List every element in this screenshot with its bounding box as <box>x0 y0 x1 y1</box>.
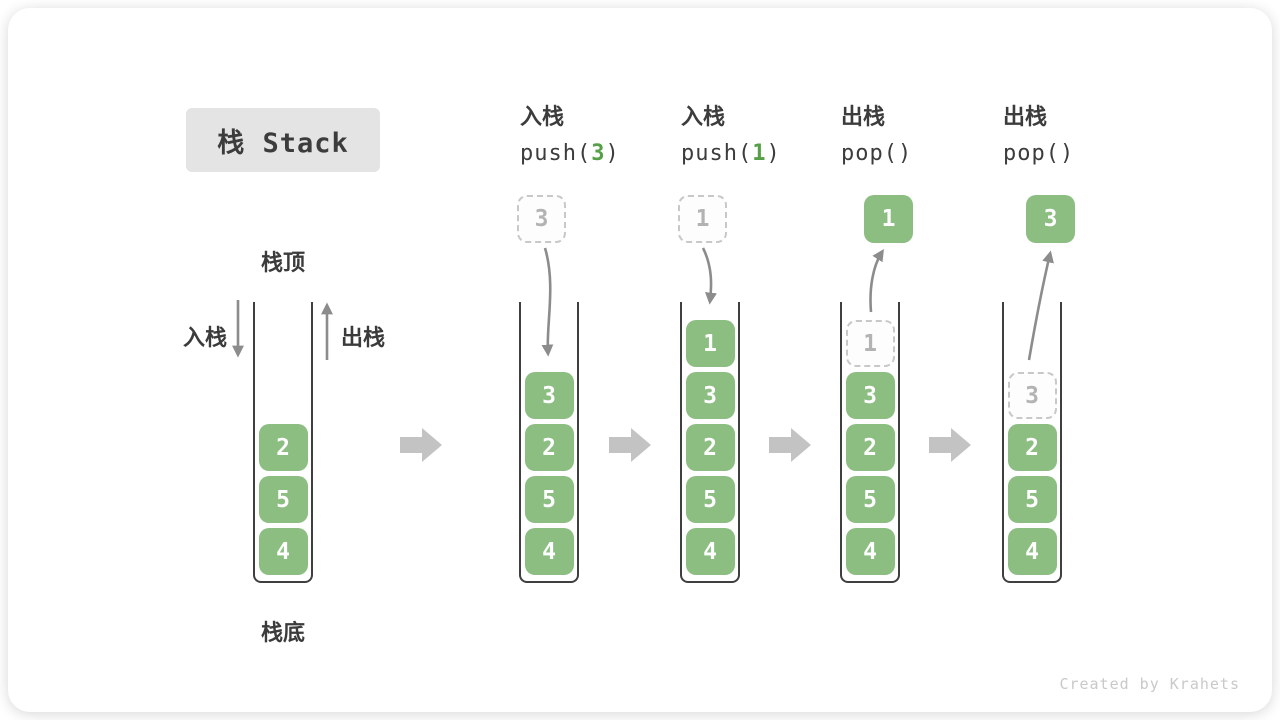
code-post: ) <box>605 141 620 166</box>
label-push: 入栈 <box>182 325 227 350</box>
stack-cell: 3 <box>524 372 574 419</box>
code-arg: 1 <box>752 141 767 166</box>
stack-cell: 3 <box>1007 372 1057 419</box>
stack-cell: 5 <box>845 476 895 523</box>
stack-cell: 4 <box>1007 528 1057 575</box>
code-pre: push( <box>520 141 592 166</box>
stack-cell: 5 <box>685 476 735 523</box>
stack-cell: 2 <box>258 424 308 471</box>
push-motion-arrow-stack3 <box>701 247 717 305</box>
stack-cell: 3 <box>685 372 735 419</box>
floating-cell-after-push-3: 3 <box>517 195 566 243</box>
header-op-label: 入栈 <box>681 104 726 129</box>
code-post: ) <box>766 141 781 166</box>
floating-cell-after-push-1: 1 <box>678 195 727 243</box>
stack-cell: 2 <box>845 424 895 471</box>
label-stack-top: 栈顶 <box>260 250 305 275</box>
code-pre: pop( <box>1003 141 1060 166</box>
column-header-after-pop-3: 出栈 pop() <box>1003 104 1163 167</box>
column-header-after-push-1: 入栈 push(1) <box>681 104 841 167</box>
stack-cell: 2 <box>685 424 735 471</box>
flow-arrow-icon <box>929 428 971 462</box>
code-arg: 3 <box>591 141 606 166</box>
stack-cell: 5 <box>524 476 574 523</box>
flow-arrow-icon <box>609 428 651 462</box>
stack-cell: 4 <box>258 528 308 575</box>
stack-cell: 4 <box>524 528 574 575</box>
header-op-label: 出栈 <box>1003 104 1048 129</box>
code-pre: push( <box>681 141 753 166</box>
stack-cell: 3 <box>845 372 895 419</box>
stack-cell: 1 <box>845 320 895 367</box>
column-header-after-pop-1: 出栈 pop() <box>841 104 1001 167</box>
header-op-label: 入栈 <box>520 104 565 129</box>
title-box: 栈 Stack <box>186 108 380 172</box>
header-op-code: pop() <box>841 141 1001 166</box>
stack-cell: 4 <box>685 528 735 575</box>
stack-cell: 2 <box>524 424 574 471</box>
label-stack-bottom: 栈底 <box>260 620 305 645</box>
floating-cell-after-pop-1: 1 <box>864 195 913 243</box>
watermark: Created by Krahets <box>1059 675 1240 693</box>
code-post: ) <box>1059 141 1075 166</box>
stack-cell: 4 <box>845 528 895 575</box>
floating-cell-after-pop-3: 3 <box>1026 195 1075 243</box>
code-post: ) <box>897 141 913 166</box>
header-op-label: 出栈 <box>841 104 886 129</box>
flow-arrow-icon <box>769 428 811 462</box>
header-op-code: push(1) <box>681 141 841 166</box>
code-pre: pop( <box>841 141 898 166</box>
header-op-code: push(3) <box>520 141 680 166</box>
column-header-after-push-3: 入栈 push(3) <box>520 104 680 167</box>
title-label: 栈 Stack <box>217 127 349 159</box>
stack-cell: 5 <box>1007 476 1057 523</box>
header-op-code: pop() <box>1003 141 1163 166</box>
stack-cell: 5 <box>258 476 308 523</box>
label-pop: 出栈 <box>341 325 386 350</box>
flow-arrow-icon <box>400 428 442 462</box>
stack-cell: 2 <box>1007 424 1057 471</box>
stack-cell: 1 <box>685 320 735 367</box>
